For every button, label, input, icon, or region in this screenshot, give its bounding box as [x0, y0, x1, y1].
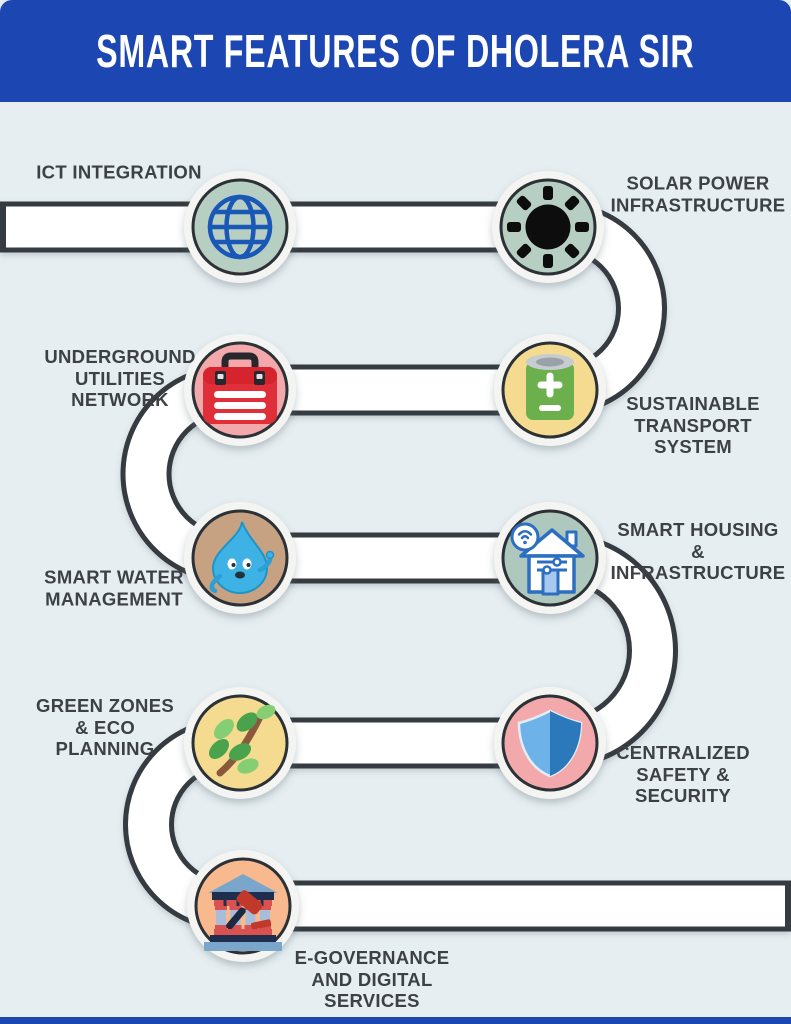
- label-centralized-safety: CENTRALIZED SAFETY & SECURITY: [616, 741, 750, 806]
- node-solar-power: [492, 171, 604, 283]
- node-e-governance: [187, 850, 299, 962]
- label-e-governance: E-GOVERNANCE AND DIGITAL SERVICES: [294, 946, 450, 1011]
- node-smart-housing: [494, 502, 606, 614]
- node-sustainable-transport: [494, 334, 606, 446]
- branch-icon: [208, 704, 276, 777]
- header-banner: SMART FEATURES OF DHOLERA SIR: [0, 0, 791, 102]
- node-smart-water: [184, 502, 296, 614]
- smart-home-icon: [510, 522, 585, 596]
- node-ict-integration: [184, 171, 296, 283]
- footer-accent-strip: [0, 1017, 791, 1024]
- node-circle: [191, 694, 289, 792]
- node-green-zones: [184, 687, 296, 799]
- node-centralized-safety: [494, 687, 606, 799]
- sun-icon: [507, 186, 589, 268]
- label-smart-housing: SMART HOUSING & INFRASTRUCTURE: [610, 518, 786, 583]
- water-drop-icon: [209, 518, 275, 594]
- gavel-icon: [226, 890, 272, 930]
- label-sustainable-transport: SUSTAINABLE TRANSPORT SYSTEM: [626, 392, 760, 457]
- label-green-zones: GREEN ZONES & ECO PLANNING: [36, 694, 174, 759]
- label-smart-water: SMART WATER MANAGEMENT: [44, 566, 184, 610]
- toolbox-icon: [203, 352, 277, 424]
- battery-icon: [526, 354, 574, 420]
- page-title: SMART FEATURES OF DHOLERA SIR: [96, 25, 695, 77]
- globe-icon: [207, 194, 273, 260]
- node-underground-utilities: [184, 334, 296, 446]
- government-building-icon: [204, 874, 282, 951]
- label-ict-integration: ICT INTEGRATION: [36, 161, 202, 183]
- label-underground-utilities: UNDERGROUND UTILITIES NETWORK: [44, 345, 196, 410]
- label-solar-power: SOLAR POWER INFRASTRUCTURE: [610, 172, 786, 216]
- shield-icon: [517, 709, 583, 778]
